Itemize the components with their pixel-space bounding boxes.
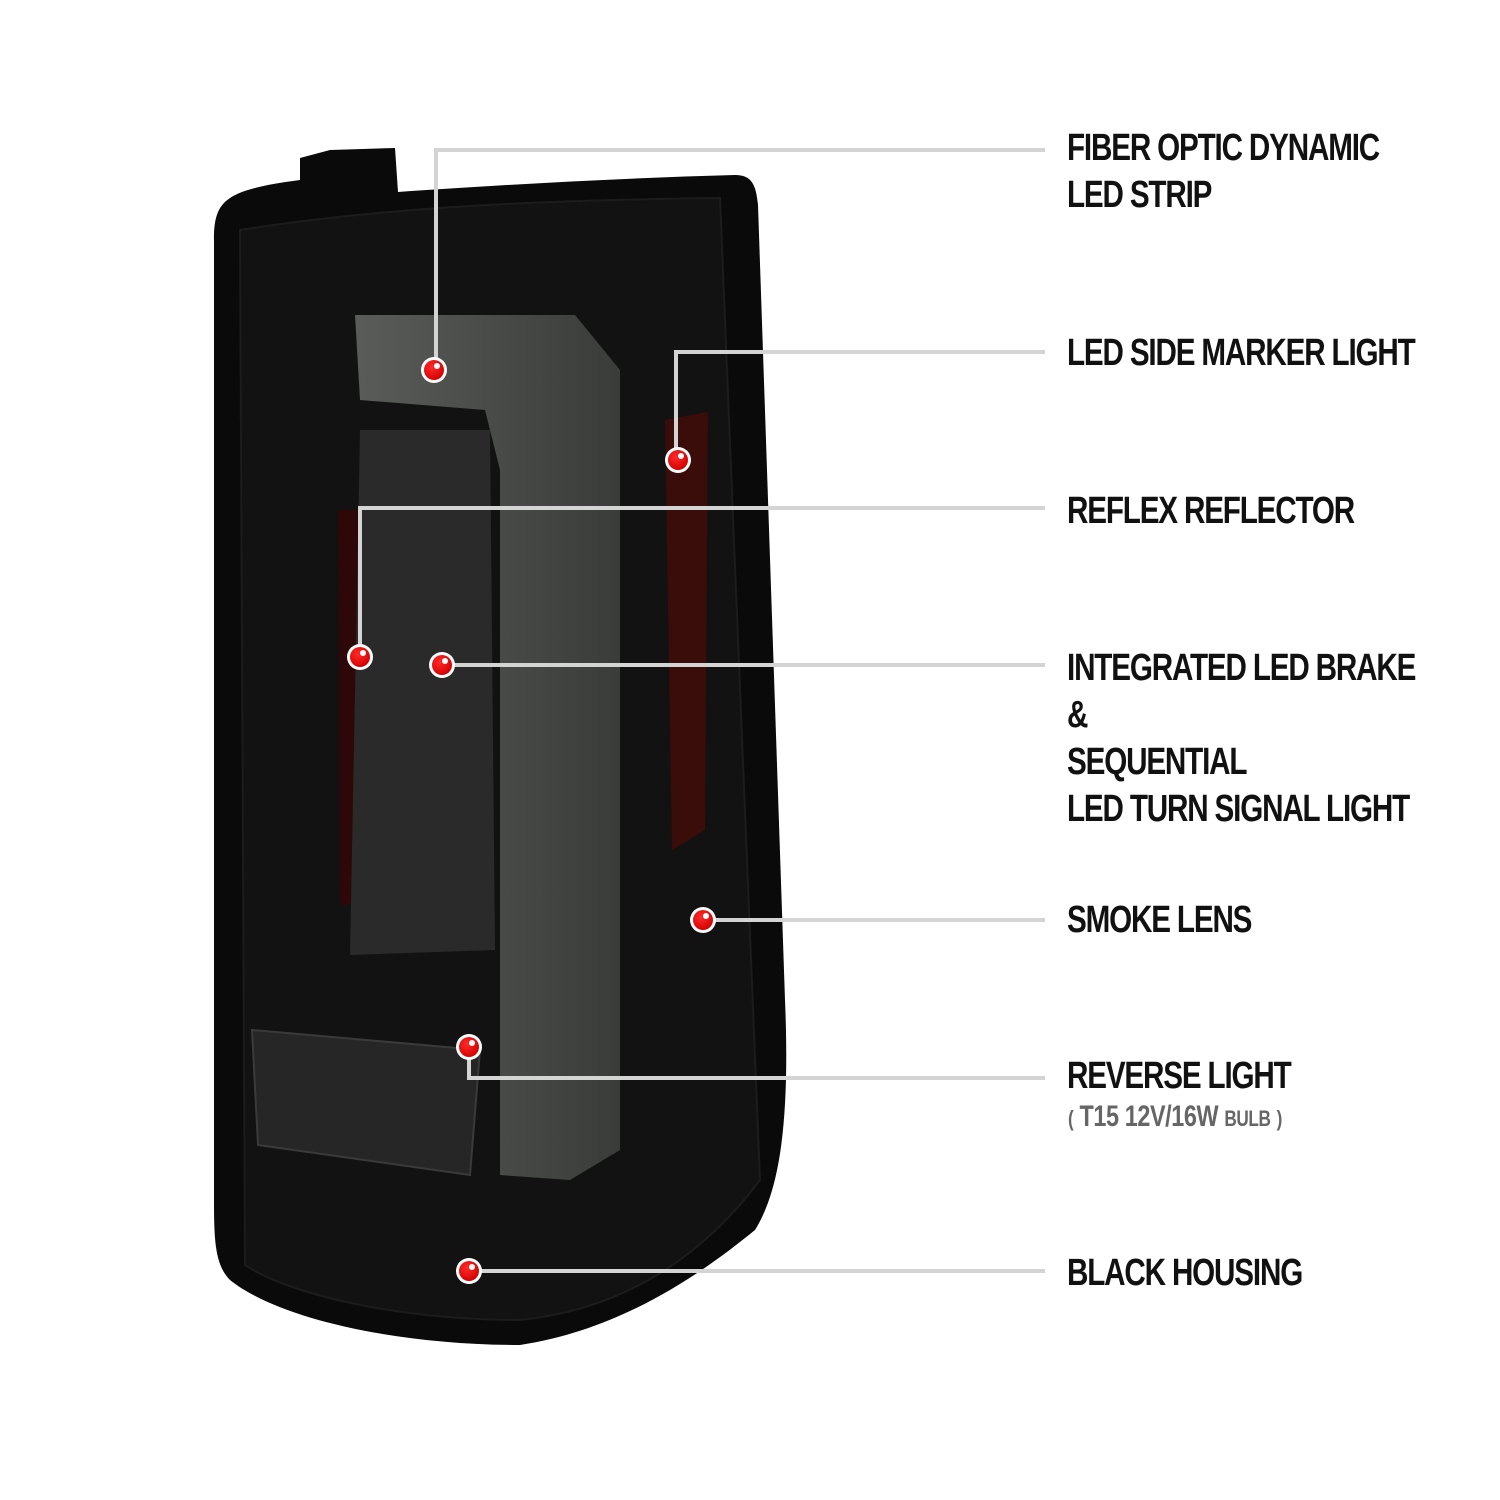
dot-reflex[interactable] bbox=[347, 644, 373, 670]
leader-lines bbox=[358, 148, 1045, 1273]
reverse-bulb-spec: ( T15 12V/16W BULB ) bbox=[1068, 1100, 1282, 1133]
reverse-lens bbox=[250, 1028, 482, 1177]
callout-dots bbox=[347, 357, 716, 1284]
dot-fiber[interactable] bbox=[421, 357, 447, 383]
dot-reverse[interactable] bbox=[456, 1034, 482, 1060]
dot-smoke[interactable] bbox=[690, 907, 716, 933]
dot-brake[interactable] bbox=[429, 652, 455, 678]
label-fiber-optic: FIBER OPTIC DYNAMIC LED STRIP bbox=[1067, 127, 1380, 216]
dot-side-marker[interactable] bbox=[665, 447, 691, 473]
clear-lens bbox=[350, 430, 495, 955]
dot-housing[interactable] bbox=[456, 1258, 482, 1284]
label-brake-turn: INTEGRATED LED BRAKE & SEQUENTIAL LED TU… bbox=[1067, 647, 1416, 830]
label-reflex-reflector: REFLEX REFLECTOR bbox=[1067, 490, 1355, 532]
label-side-marker: LED SIDE MARKER LIGHT bbox=[1067, 332, 1416, 374]
label-black-housing: BLACK HOUSING bbox=[1067, 1252, 1303, 1294]
fiber-optic-strip bbox=[355, 315, 620, 1180]
side-marker-lens bbox=[665, 412, 708, 850]
label-smoke-lens: SMOKE LENS bbox=[1067, 899, 1252, 941]
label-reverse-light: REVERSE LIGHT bbox=[1067, 1055, 1292, 1097]
